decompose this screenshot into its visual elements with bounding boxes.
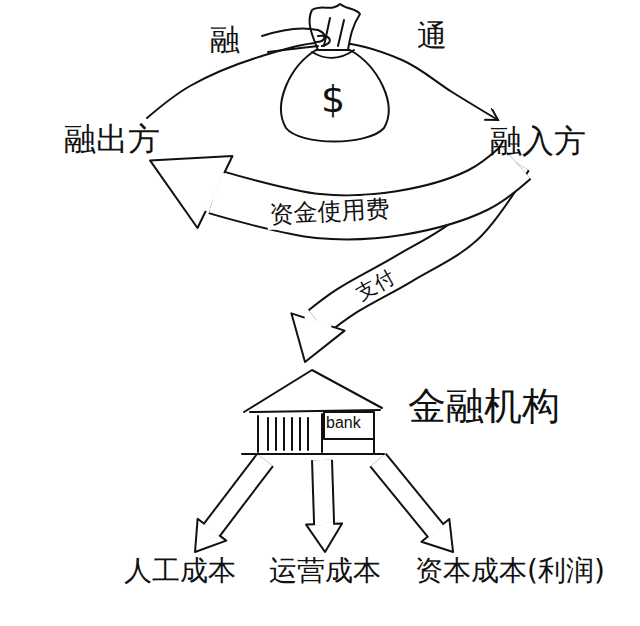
text-node: 融出方 xyxy=(62,118,162,160)
hand-finger xyxy=(318,36,330,46)
edge-label: 支付 xyxy=(349,263,401,307)
arrow-joint xyxy=(428,525,442,536)
text-wrapper: 金融机构 xyxy=(408,384,560,430)
hand xyxy=(262,28,325,42)
arrow-band-outline xyxy=(212,460,265,530)
arrow-head xyxy=(306,523,342,552)
arrow-head xyxy=(150,156,232,228)
arrow-joint xyxy=(206,173,224,211)
text-node: 运营成本 xyxy=(267,552,383,590)
text-node: 融入方 xyxy=(488,120,588,162)
arrow-head xyxy=(291,313,344,362)
text-wrapper: 资本成本(利润) xyxy=(415,554,605,588)
note-lines xyxy=(324,18,344,46)
text-wrapper: 融出方 xyxy=(64,120,160,158)
diagram-label: 通 xyxy=(417,18,447,54)
text-wrapper: 人工成本 xyxy=(124,554,236,588)
arrow-head xyxy=(195,519,226,552)
connector xyxy=(378,460,453,552)
edge-label: 资金使用费 xyxy=(266,194,393,229)
walls xyxy=(258,414,374,454)
arrow-band-outline xyxy=(378,460,435,530)
arrow-joint xyxy=(315,522,333,526)
node-label: 资本成本(利润) xyxy=(415,554,605,588)
arrow-joint xyxy=(205,524,219,535)
text-wrapper: bank xyxy=(326,413,361,432)
arrow-band-fill xyxy=(212,460,265,530)
node-label: 运营成本 xyxy=(269,554,381,588)
text-node: 资本成本(利润) xyxy=(413,552,607,590)
node-label: 融出方 xyxy=(64,120,160,158)
diagram-label: 融 xyxy=(210,22,240,58)
sign-text: bank xyxy=(326,413,361,432)
text-node: 人工成本 xyxy=(122,552,238,590)
text-wrapper: 融入方 xyxy=(490,122,586,160)
connector xyxy=(195,460,265,552)
arrow-head xyxy=(421,519,453,552)
edge-label-wrapper: 资金使用费 xyxy=(266,194,393,229)
connector xyxy=(306,460,342,552)
hand xyxy=(268,46,318,52)
roof xyxy=(244,370,382,412)
edge-label-wrapper: 支付 xyxy=(349,263,401,307)
arrow-band-outline xyxy=(322,460,324,524)
node-label: 融入方 xyxy=(490,122,586,160)
arrow-band-fill xyxy=(378,460,435,530)
label-wrapper: $ xyxy=(321,77,345,123)
sign-board xyxy=(324,412,374,439)
columns xyxy=(268,418,308,450)
label-wrapper: 通 xyxy=(417,18,447,54)
ground-line xyxy=(242,453,384,455)
label-wrapper: 融 xyxy=(210,22,240,58)
node-heading: 金融机构 xyxy=(408,384,560,430)
text-wrapper: 运营成本 xyxy=(269,554,381,588)
arrow-joint xyxy=(305,318,332,327)
bank-node: bank 金融机构 xyxy=(240,362,605,460)
bag-body xyxy=(281,50,388,142)
node-label: 人工成本 xyxy=(124,554,236,588)
bag-tie xyxy=(312,50,354,58)
bank-building-illustration xyxy=(240,362,386,460)
bank-notes xyxy=(310,4,360,50)
arrow-band-fill xyxy=(322,460,324,524)
diagram-label: $ xyxy=(321,77,345,123)
